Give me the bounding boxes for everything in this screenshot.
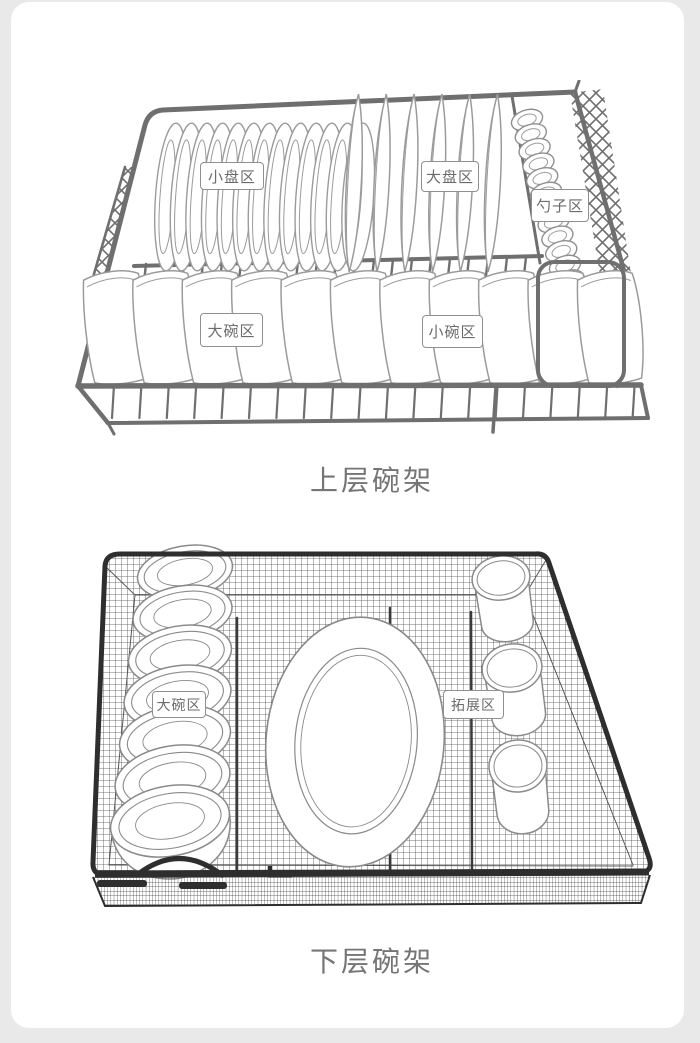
upper-rack-illustration xyxy=(75,80,650,436)
zone-label-large-plate: 大盘区 xyxy=(421,161,479,192)
zone-label-spoon: 勺子区 xyxy=(531,189,589,222)
zone-label-large-bowl-upper: 大碗区 xyxy=(200,313,263,347)
zone-label-large-bowl-lower: 大碗区 xyxy=(152,691,206,718)
upper-rack-caption: 上层碗架 xyxy=(309,465,435,496)
zone-label-expansion: 拓展区 xyxy=(443,690,504,719)
lower-rack-caption: 下层碗架 xyxy=(309,946,435,977)
lower-basket-illustration xyxy=(90,544,653,908)
zone-label-small-bowl: 小碗区 xyxy=(422,315,483,348)
zone-label-small-plate: 小盘区 xyxy=(200,162,264,190)
